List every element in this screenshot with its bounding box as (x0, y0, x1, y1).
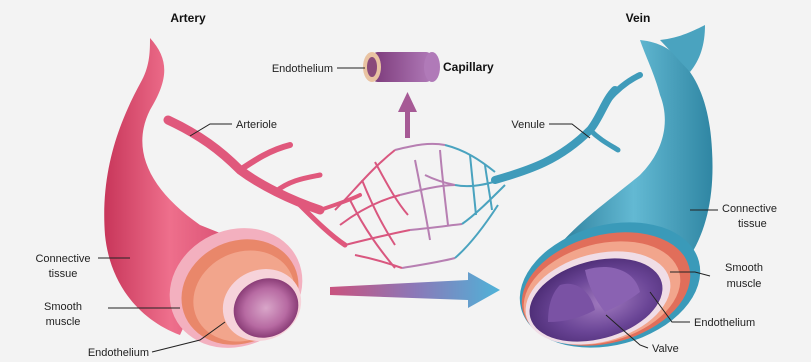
capillary-tube (363, 52, 440, 82)
artery-smooth-label-1: Smooth (44, 301, 82, 313)
venule-label: Venule (511, 119, 545, 131)
vein-endothelium-label: Endothelium (694, 317, 755, 329)
arteriole-label: Arteriole (236, 119, 277, 131)
vein-connective-label-2: tissue (738, 218, 767, 230)
capillary-endothelium-label: Endothelium (272, 63, 333, 75)
valve-label: Valve (652, 343, 679, 355)
capillary-title: Capillary (443, 60, 494, 74)
artery-endothelium-label: Endothelium (88, 347, 149, 359)
artery-title: Artery (170, 11, 206, 25)
artery-connective-label-2: tissue (49, 268, 78, 280)
capillary-bed (335, 144, 505, 268)
vein-connective-label-1: Connective (722, 203, 777, 215)
artery-connective-label-1: Connective (35, 253, 90, 265)
artery-smooth-label-2: muscle (46, 316, 81, 328)
vein (506, 25, 715, 362)
vein-smooth-label-1: Smooth (725, 262, 763, 274)
flow-arrow (330, 272, 500, 308)
vein-smooth-label-2: muscle (727, 278, 762, 290)
up-arrow (398, 92, 417, 138)
vein-title: Vein (626, 11, 651, 25)
